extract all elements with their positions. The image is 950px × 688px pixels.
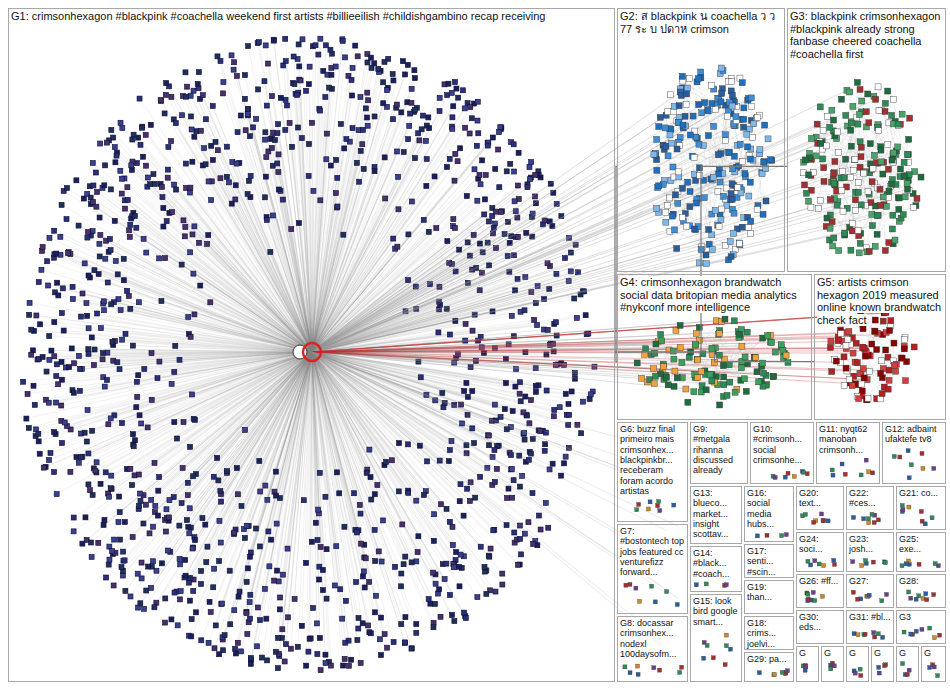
graph-canvas: G1: crimsonhexagon #blackpink #coachella… (0, 0, 950, 688)
